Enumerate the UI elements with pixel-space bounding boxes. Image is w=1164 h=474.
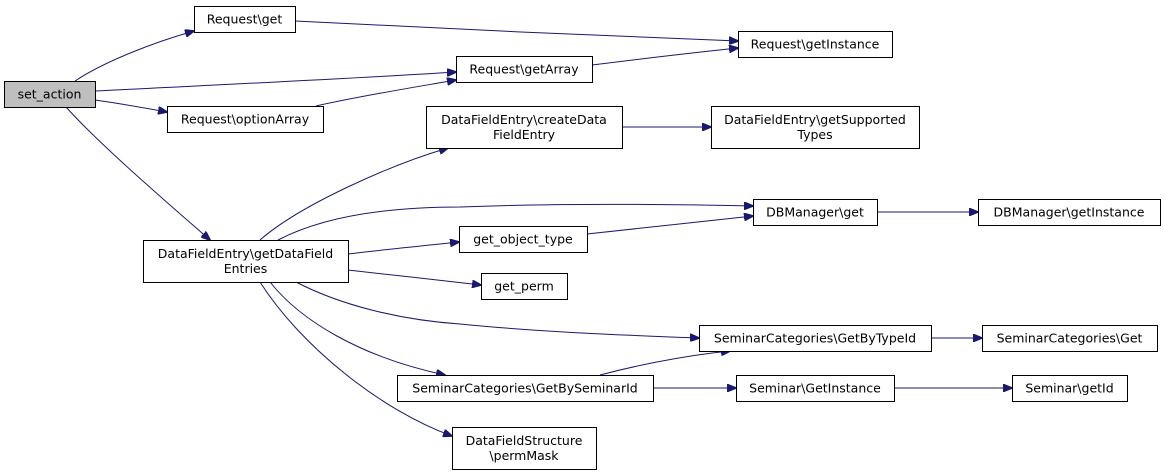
edge-dfe_getdatafieldentries-to-dfe_createdatafieldentry bbox=[259, 148, 448, 241]
node-box[interactable] bbox=[456, 56, 593, 83]
node-request_optionarray[interactable]: Request\optionArray bbox=[167, 106, 324, 133]
node-label-line: Seminar\GetInstance bbox=[749, 381, 881, 396]
node-label-line: get_perm bbox=[494, 279, 554, 294]
node-label-line: SeminarCategories\GetBySeminarId bbox=[412, 381, 637, 396]
edge-dfe_getdatafieldentries-to-dfs_permmask bbox=[259, 281, 452, 436]
node-label-line: DataFieldEntry\getDataField bbox=[158, 246, 333, 261]
node-label-line: set_action bbox=[18, 87, 82, 102]
node-box[interactable] bbox=[738, 31, 893, 58]
edge-dfe_getdatafieldentries-to-semcat_getbytypeid bbox=[295, 281, 699, 338]
edge-set_action-to-dfe_getdatafieldentries bbox=[65, 106, 210, 240]
node-dfs_permmask[interactable]: DataFieldStructure\permMask bbox=[452, 427, 597, 470]
node-box[interactable] bbox=[753, 199, 878, 226]
node-semcat_getbyseminarid[interactable]: SeminarCategories\GetBySeminarId bbox=[397, 375, 654, 402]
node-box[interactable] bbox=[452, 427, 597, 470]
node-box[interactable] bbox=[1012, 375, 1128, 402]
node-semcat_get[interactable]: SeminarCategories\Get bbox=[982, 325, 1158, 352]
edge-dfe_getdatafieldentries-to-get_object_type bbox=[347, 242, 459, 255]
node-label-line: DataFieldEntry\getSupported bbox=[724, 112, 906, 127]
edges-layer bbox=[65, 20, 1012, 436]
edge-set_action-to-request_get bbox=[74, 31, 194, 82]
edge-dfe_getdatafieldentries-to-get_perm bbox=[347, 269, 481, 285]
node-box[interactable] bbox=[982, 325, 1158, 352]
edge-set_action-to-request_getarray bbox=[94, 72, 456, 92]
node-box[interactable] bbox=[978, 199, 1161, 226]
node-box[interactable] bbox=[194, 6, 296, 33]
node-label-line: SeminarCategories\Get bbox=[997, 331, 1143, 346]
edge-request_get-to-request_getinstance bbox=[294, 20, 738, 41]
node-request_get[interactable]: Request\get bbox=[194, 6, 296, 33]
node-label-line: SeminarCategories\GetByTypeId bbox=[714, 331, 916, 346]
node-set_action[interactable]: set_action bbox=[4, 81, 96, 108]
node-dbmanager_getinstance[interactable]: DBManager\getInstance bbox=[978, 199, 1161, 226]
node-box[interactable] bbox=[426, 106, 623, 149]
node-box[interactable] bbox=[699, 325, 932, 352]
node-seminar_getid[interactable]: Seminar\getId bbox=[1012, 375, 1128, 402]
edge-request_optionarray-to-request_getarray bbox=[315, 80, 456, 107]
node-label-line: Request\optionArray bbox=[181, 112, 310, 127]
edge-dfe_getdatafieldentries-to-dbmanager_get bbox=[277, 204, 753, 241]
node-box[interactable] bbox=[397, 375, 654, 402]
node-dbmanager_get[interactable]: DBManager\get bbox=[753, 199, 878, 226]
node-box[interactable] bbox=[481, 273, 568, 300]
node-get_perm[interactable]: get_perm bbox=[481, 273, 568, 300]
edge-semcat_getbyseminarid-to-semcat_getbytypeid bbox=[599, 351, 730, 376]
edge-get_object_type-to-dbmanager_get bbox=[586, 216, 753, 235]
node-box[interactable] bbox=[167, 106, 324, 133]
edge-dfe_getdatafieldentries-to-semcat_getbyseminarid bbox=[269, 281, 445, 375]
node-box[interactable] bbox=[459, 226, 588, 253]
node-label-line: get_object_type bbox=[473, 232, 573, 247]
node-label-line: FieldEntry bbox=[493, 127, 556, 142]
node-label-line: Seminar\getId bbox=[1025, 381, 1113, 396]
node-box[interactable] bbox=[4, 81, 96, 108]
node-request_getarray[interactable]: Request\getArray bbox=[456, 56, 593, 83]
node-label-line: DataFieldStructure bbox=[466, 433, 583, 448]
node-box[interactable] bbox=[736, 375, 895, 402]
edge-set_action-to-request_optionarray bbox=[94, 99, 167, 112]
node-label-line: \permMask bbox=[489, 448, 559, 463]
node-seminar_getinstance[interactable]: Seminar\GetInstance bbox=[736, 375, 895, 402]
node-label-line: Request\getArray bbox=[469, 62, 579, 77]
node-label-line: Request\get bbox=[207, 12, 283, 27]
node-semcat_getbytypeid[interactable]: SeminarCategories\GetByTypeId bbox=[699, 325, 932, 352]
node-label-line: DBManager\getInstance bbox=[994, 205, 1145, 220]
node-get_object_type[interactable]: get_object_type bbox=[459, 226, 588, 253]
nodes-layer: set_action Request\getRequest\getInstance… bbox=[4, 6, 1161, 470]
edge-request_getarray-to-request_getinstance bbox=[591, 48, 738, 66]
node-request_getinstance[interactable]: Request\getInstance bbox=[738, 31, 893, 58]
node-box[interactable] bbox=[143, 240, 349, 283]
node-label-line: Request\getInstance bbox=[751, 37, 880, 52]
node-label-line: DataFieldEntry\createData bbox=[441, 112, 607, 127]
node-box[interactable] bbox=[711, 106, 920, 149]
node-label-line: Types bbox=[796, 127, 832, 142]
node-label-line: DBManager\get bbox=[766, 205, 864, 220]
node-label-line: Entries bbox=[224, 261, 268, 276]
